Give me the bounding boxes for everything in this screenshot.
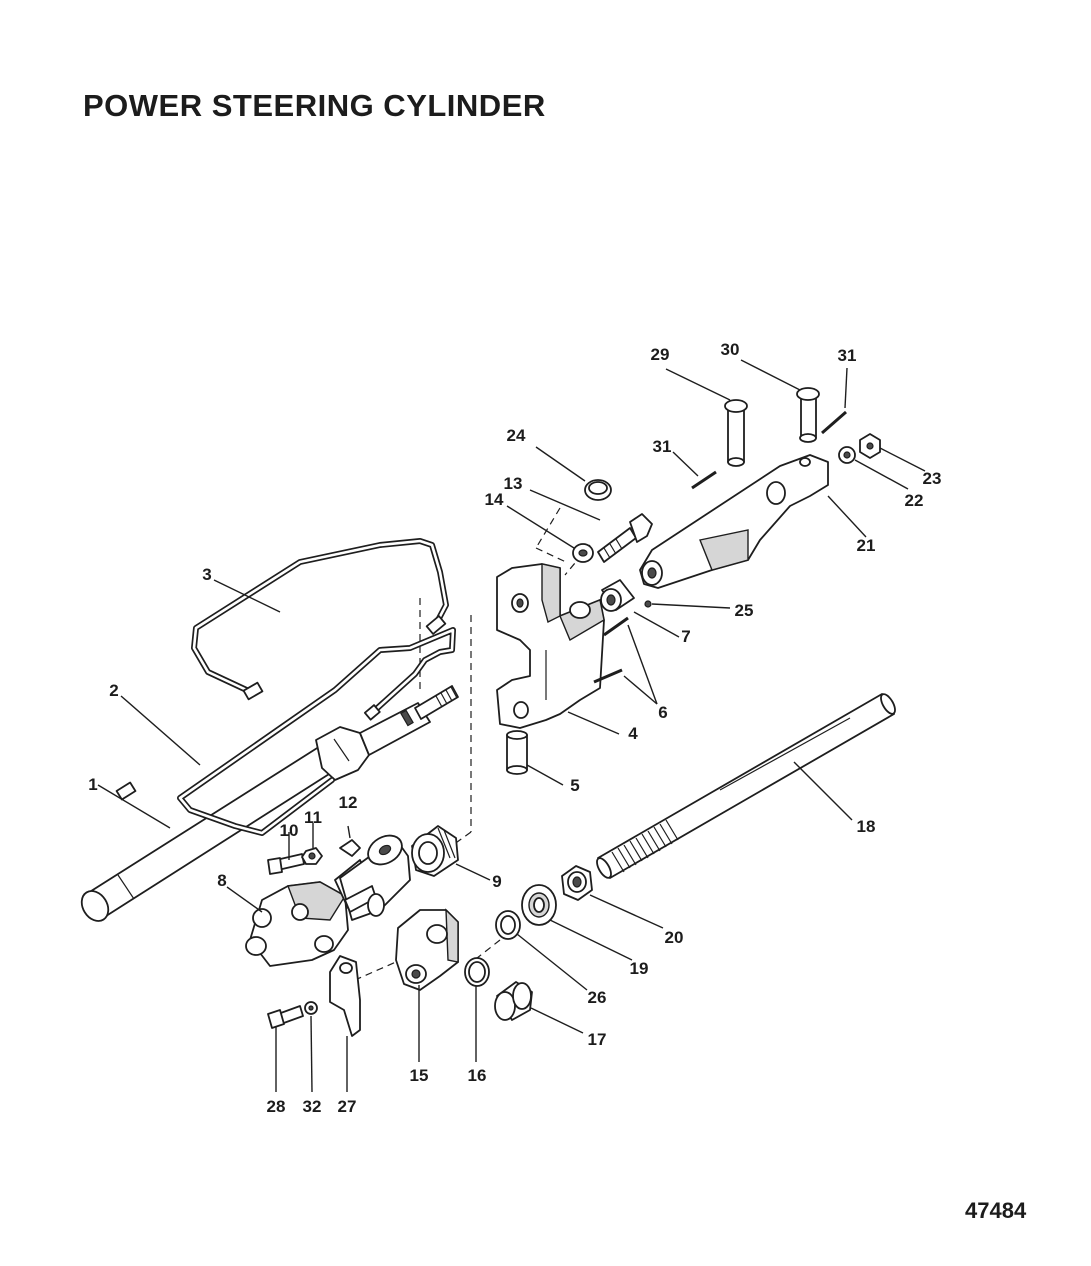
part-20-nut: [561, 865, 593, 901]
callout-10: 10: [280, 821, 299, 840]
callout-6: 6: [658, 703, 667, 722]
part-2-hose: [115, 627, 456, 836]
callout-23: 23: [923, 469, 942, 488]
callout-30: 30: [721, 340, 740, 359]
part-10-bolt: [267, 853, 305, 875]
callout-29: 29: [651, 345, 670, 364]
part-6-cotter-pins: [593, 616, 629, 684]
part-21-steering-arm: [639, 454, 829, 589]
alignment-lines: [354, 507, 591, 981]
callout-8: 8: [217, 871, 226, 890]
part-31-cotter-pin-upper: [821, 410, 847, 435]
piston-rod: [400, 685, 459, 727]
part-18-shaft: [596, 693, 896, 879]
part-17-cap: [494, 981, 533, 1021]
callout-31-lower: 31: [653, 437, 672, 456]
callout-27: 27: [338, 1097, 357, 1116]
part-27-bracket: [329, 955, 361, 1037]
part-26-washer: [495, 910, 521, 940]
callout-32: 32: [303, 1097, 322, 1116]
part-23-nut: [859, 433, 881, 459]
callout-labels: 1 2 3 4 5 6 7 8 9 10 11 12 13 14 15 16 1…: [88, 340, 941, 1116]
callout-25: 25: [735, 601, 754, 620]
part-14-washer: [572, 543, 594, 563]
callout-24: 24: [507, 426, 526, 445]
part-5-pin: [506, 730, 528, 775]
callout-18: 18: [857, 817, 876, 836]
bolt-13-threads: [603, 538, 623, 559]
part-4-bracket: [496, 563, 605, 729]
part-8-control-valve: [245, 834, 411, 967]
callout-14: 14: [485, 490, 504, 509]
callout-2: 2: [109, 681, 118, 700]
callout-12: 12: [339, 793, 358, 812]
callout-3: 3: [202, 565, 211, 584]
part-22-washer: [838, 446, 856, 464]
part-9-adapter: [411, 825, 459, 877]
callout-11: 11: [304, 808, 322, 827]
part-1-cylinder: [80, 702, 431, 922]
part-3-hose: [191, 538, 449, 701]
part-30-pin: [796, 387, 820, 443]
callout-1: 1: [88, 775, 97, 794]
adapter-threads: [437, 827, 456, 859]
callout-13: 13: [504, 474, 523, 493]
callout-20: 20: [665, 928, 684, 947]
callout-4: 4: [628, 724, 638, 743]
callout-17: 17: [588, 1030, 607, 1049]
callout-9: 9: [492, 872, 501, 891]
callout-19: 19: [630, 959, 649, 978]
part-32-washer: [304, 1001, 318, 1015]
part-28-bolt: [267, 1005, 304, 1029]
part-16-snap-ring: [464, 957, 490, 987]
callout-31-upper: 31: [838, 346, 857, 365]
part-31-cotter-pin-lower: [691, 470, 717, 490]
leader-lines: [97, 359, 926, 1093]
part-24-bushing: [584, 479, 612, 501]
callout-22: 22: [905, 491, 924, 510]
callout-26: 26: [588, 988, 607, 1007]
part-15-end-block: [395, 908, 459, 991]
callout-7: 7: [681, 627, 690, 646]
figure-number: 47484: [965, 1198, 1027, 1223]
part-12-fitting: [339, 825, 361, 857]
callout-21: 21: [857, 536, 876, 555]
callout-5: 5: [570, 776, 579, 795]
callout-28: 28: [267, 1097, 286, 1116]
part-11-nut: [301, 847, 323, 865]
part-7-bushing: [600, 579, 635, 612]
part-25-fitting: [644, 600, 652, 608]
callout-15: 15: [410, 1066, 429, 1085]
rod-threads: [435, 686, 458, 708]
callout-16: 16: [468, 1066, 487, 1085]
page-title: POWER STEERING CYLINDER: [83, 88, 546, 123]
part-29-pin: [724, 399, 748, 467]
part-19-seal: [521, 884, 557, 926]
shaft-threads: [611, 819, 679, 873]
part-13-bolt: [597, 513, 653, 563]
